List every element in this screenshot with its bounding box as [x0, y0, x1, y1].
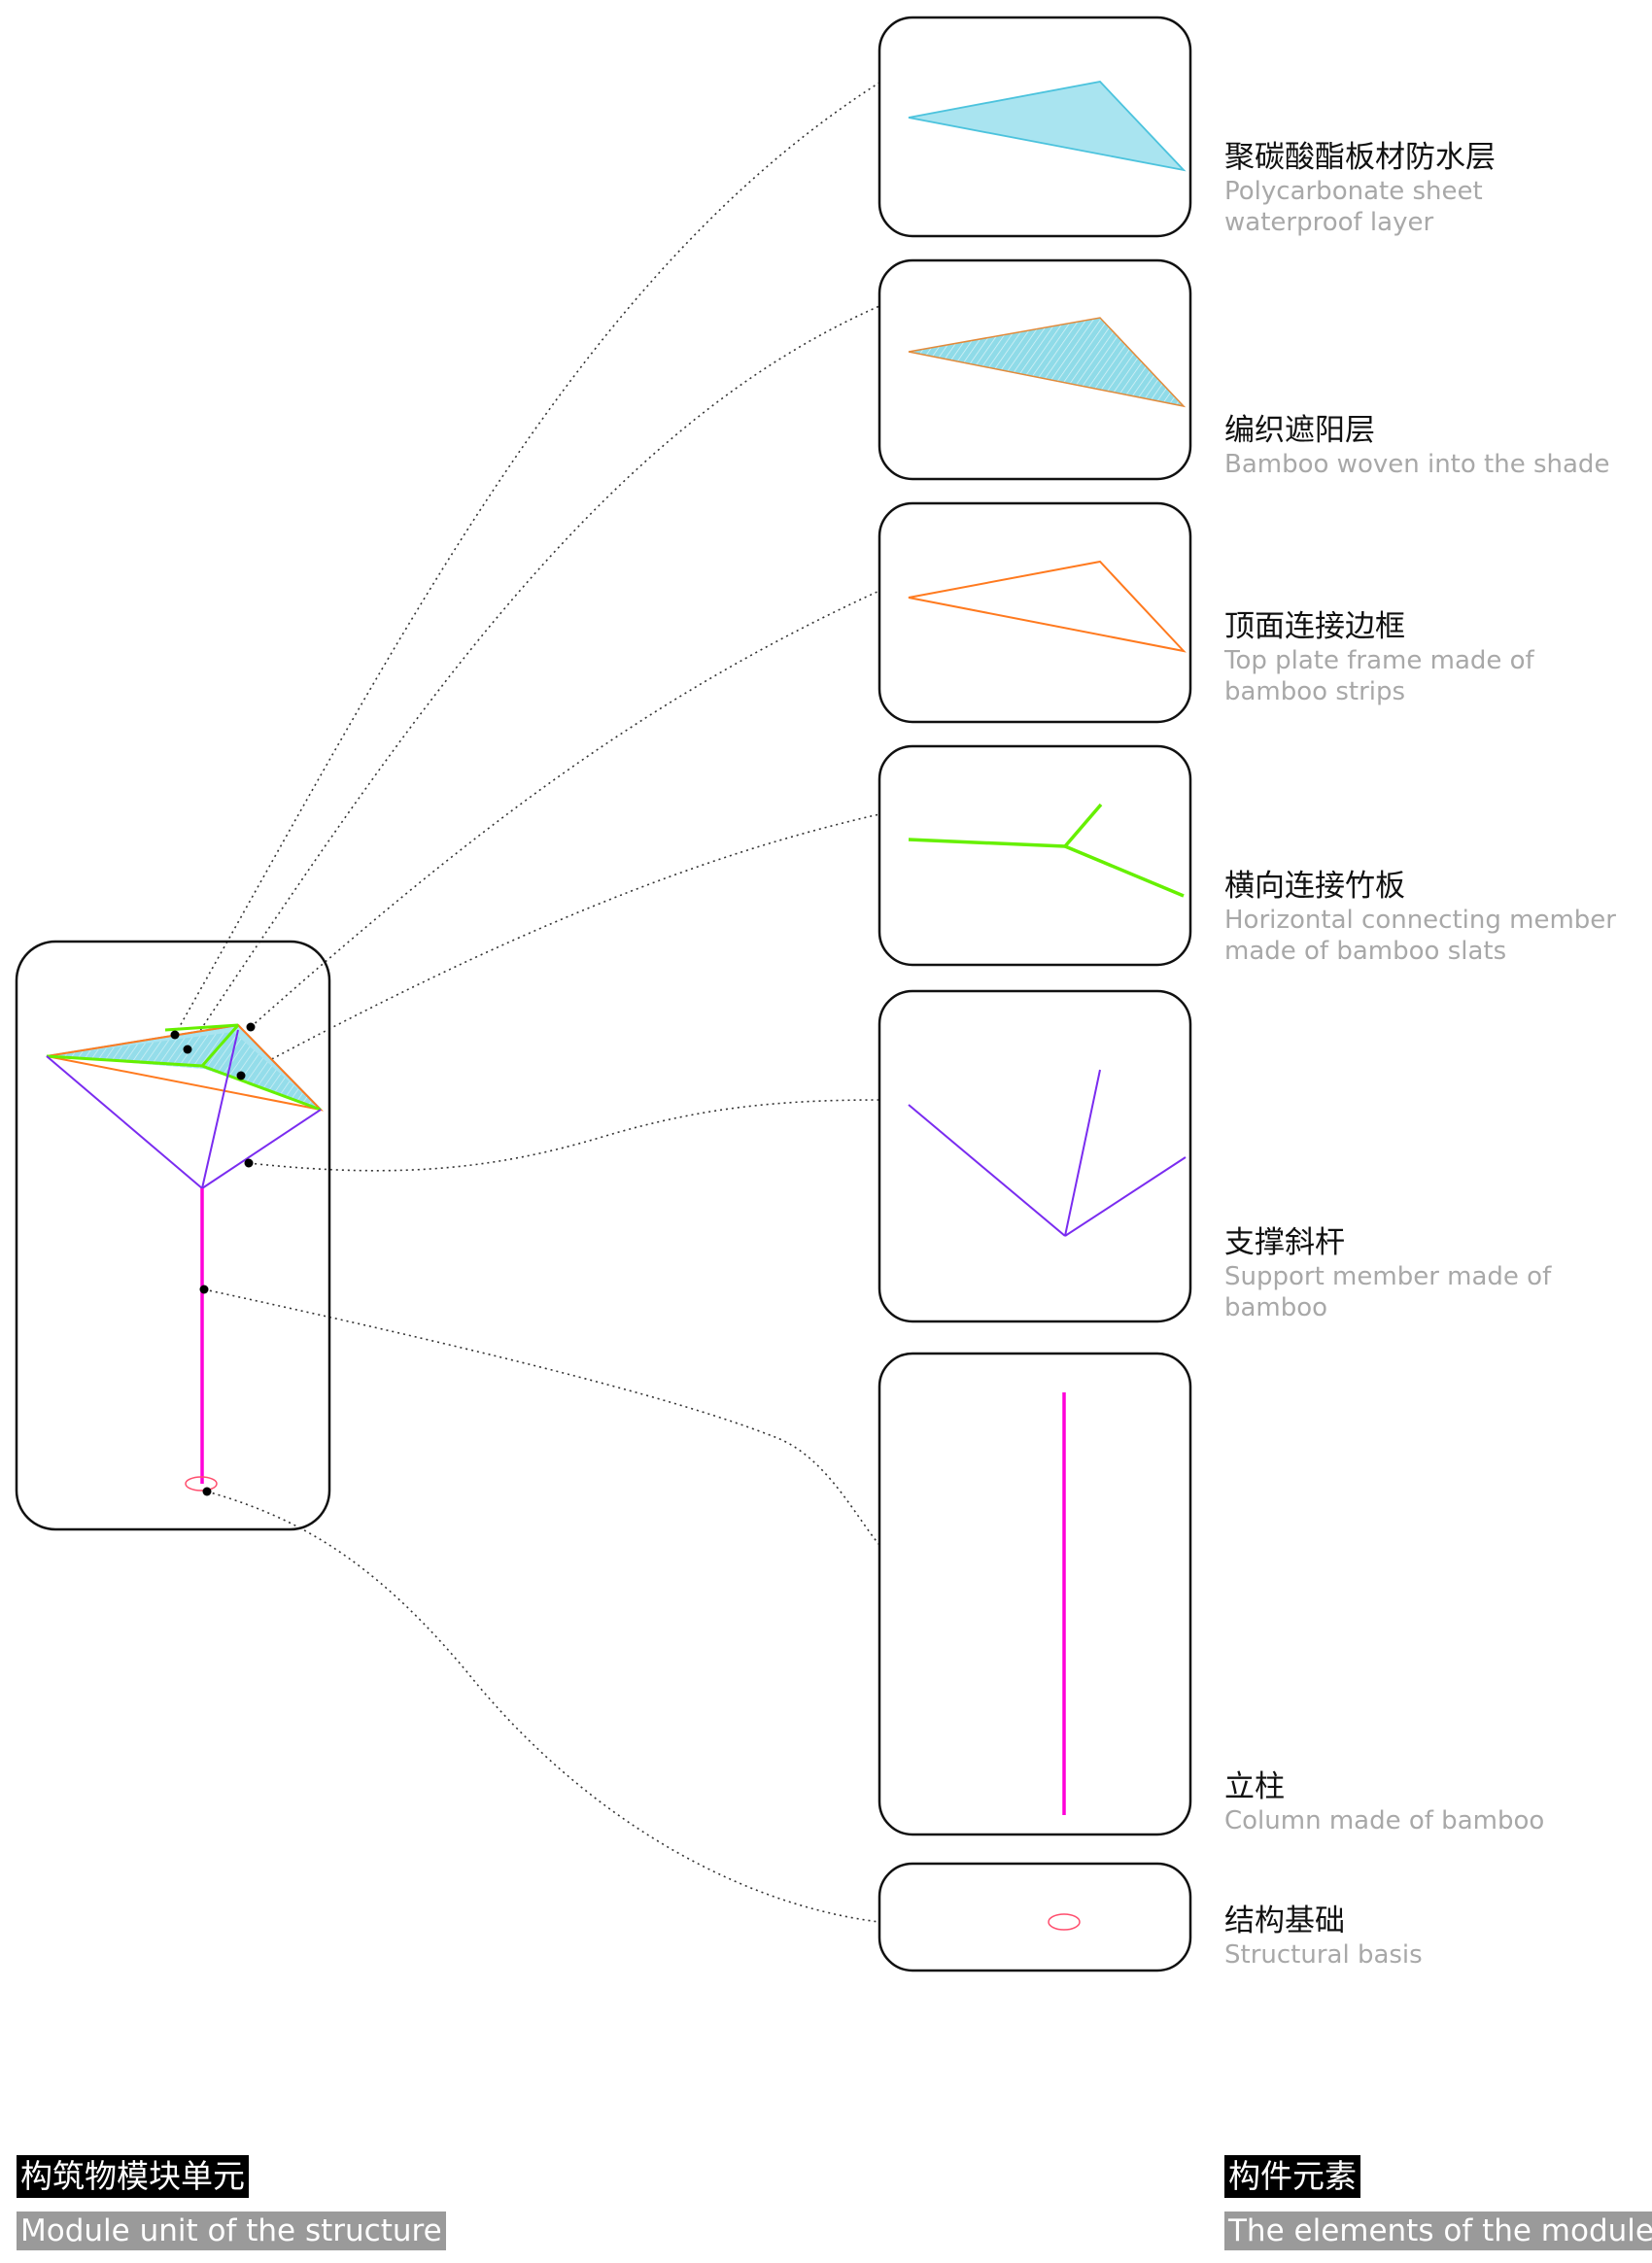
element-top-frame — [908, 560, 1187, 653]
leader-base — [206, 1491, 880, 1923]
panel-slats — [878, 744, 1192, 967]
panel-braces — [878, 989, 1192, 1323]
module-top-frame — [46, 1023, 324, 1112]
label-base: 结构基础 Structural basis — [1224, 1903, 1423, 1971]
module-base — [185, 1476, 218, 1492]
module-slats — [46, 1023, 322, 1112]
leader-column — [203, 1288, 880, 1546]
label-slats-cn: 横向连接竹板 — [1224, 869, 1405, 904]
label-base-en-1: Structural basis — [1224, 1940, 1423, 1970]
label-slats: 横向连接竹板 Horizontal connecting member made… — [1224, 868, 1616, 967]
label-frame-en-1: Top plate frame made of — [1224, 646, 1534, 675]
label-column-en-1: Column made of bamboo — [1224, 1806, 1545, 1835]
label-column: 立柱 Column made of bamboo — [1224, 1768, 1544, 1836]
label-frame-en-2: bamboo strips — [1224, 677, 1406, 706]
label-woven-cn: 编织遮阳层 — [1224, 413, 1375, 448]
leader-polycarbonate — [174, 82, 880, 1036]
panel-woven — [878, 258, 1192, 481]
panel-polycarbonate — [878, 16, 1192, 238]
label-base-cn: 结构基础 — [1224, 1903, 1345, 1938]
label-frame: 顶面连接边框 Top plate frame made of bamboo st… — [1224, 608, 1534, 707]
label-column-cn: 立柱 — [1224, 1769, 1285, 1804]
label-polycarbonate: 聚碳酸酯板材防水层 Polycarbonate sheet waterproof… — [1224, 139, 1496, 238]
label-braces-en-1: Support member made of — [1224, 1262, 1552, 1291]
module-unit-panel — [15, 940, 331, 1531]
panel-frame — [878, 501, 1192, 724]
caption-left: 构筑物模块单元 Module unit of the structure — [17, 2155, 446, 2250]
element-woven-shade — [908, 317, 1187, 408]
element-slats — [908, 803, 1185, 898]
module-frame — [15, 940, 331, 1531]
label-frame-cn: 顶面连接边框 — [1224, 609, 1405, 644]
panel-column — [878, 1352, 1192, 1836]
label-slats-en-1: Horizontal connecting member — [1224, 906, 1616, 935]
caption-right: 构件元素 The elements of the module — [1224, 2155, 1652, 2250]
label-braces-cn: 支撑斜杆 — [1224, 1225, 1345, 1260]
caption-right-cn: 构件元素 — [1224, 2155, 1360, 2198]
caption-right-en: The elements of the module — [1224, 2212, 1652, 2250]
element-polycarbonate-sheet — [908, 81, 1187, 172]
panel-base — [878, 1862, 1192, 1972]
label-polycarbonate-cn: 聚碳酸酯板材防水层 — [1224, 140, 1496, 175]
label-woven: 编织遮阳层 Bamboo woven into the shade — [1224, 412, 1609, 480]
leader-woven — [187, 305, 880, 1050]
element-base — [1048, 1913, 1081, 1931]
anchor-dots — [170, 1022, 256, 1496]
label-woven-en-1: Bamboo woven into the shade — [1224, 450, 1610, 479]
module-woven-surface — [47, 1032, 319, 1108]
leader-frame — [250, 590, 880, 1028]
caption-left-cn: 构筑物模块单元 — [17, 2155, 249, 2198]
label-slats-en-2: made of bamboo slats — [1224, 937, 1507, 966]
module-braces — [46, 1029, 322, 1189]
leader-braces — [248, 1099, 880, 1172]
label-braces: 支撑斜杆 Support member made of bamboo — [1224, 1224, 1551, 1323]
leader-slats — [240, 813, 880, 1077]
label-polycarbonate-en-2: waterproof layer — [1224, 208, 1434, 237]
element-braces — [908, 1069, 1187, 1237]
label-braces-en-2: bamboo — [1224, 1293, 1328, 1322]
label-polycarbonate-en-1: Polycarbonate sheet — [1224, 177, 1483, 206]
caption-left-en: Module unit of the structure — [17, 2212, 446, 2250]
